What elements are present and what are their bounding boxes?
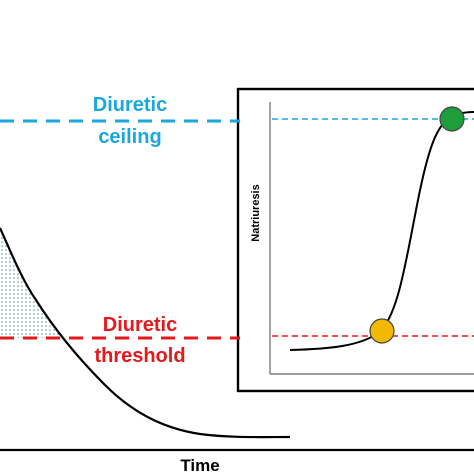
inset-box [236, 87, 474, 393]
diuretic-threshold-label-line1: Diuretic [103, 314, 177, 336]
diuretic-ceiling-label-line1: Diuretic [93, 94, 167, 116]
above-threshold-shaded-area [0, 228, 64, 338]
concentration-curve [0, 227, 291, 439]
inset-y-axis-label: Natriuresis [250, 184, 262, 241]
ceiling-marker [439, 106, 465, 132]
time-axis-label: Time [180, 456, 219, 474]
diuretic-threshold-label-line2: threshold [94, 345, 185, 367]
threshold-marker [369, 318, 395, 344]
diuretic-ceiling-label-line2: ceiling [98, 126, 161, 148]
